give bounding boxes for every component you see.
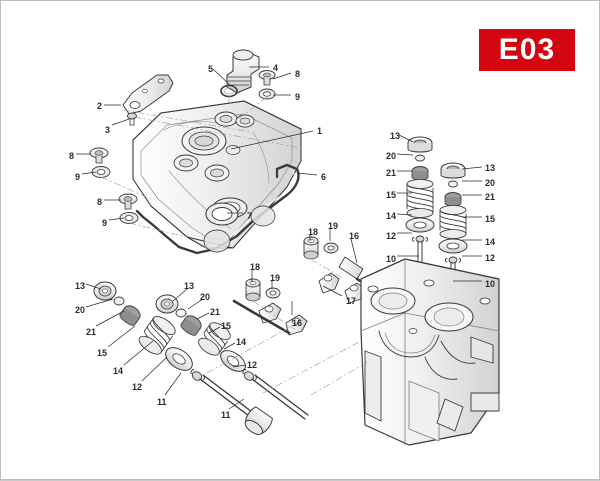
valve-cover-part1	[132, 100, 302, 249]
callout-number-14: 14	[113, 366, 124, 376]
callout-number-14: 14	[236, 337, 247, 347]
callout-number-14: 14	[386, 211, 397, 221]
washer-part9-top	[258, 88, 276, 100]
callout-number-21: 21	[86, 327, 97, 337]
callout-number-3: 3	[105, 125, 111, 135]
callout-number-20: 20	[200, 292, 211, 302]
callout-number-13: 13	[485, 163, 496, 173]
callout-number-17: 17	[346, 296, 357, 306]
callout-number-19: 19	[270, 273, 281, 283]
diagram-linework	[89, 49, 500, 446]
callout-number-12: 12	[247, 360, 258, 370]
callout-number-8: 8	[295, 69, 301, 79]
callout-number-20: 20	[75, 305, 86, 315]
callout-number-21: 21	[210, 307, 221, 317]
callout-number-12: 12	[386, 231, 397, 241]
callout-number-20: 20	[386, 151, 397, 161]
rocker-assembly-lower	[232, 278, 308, 336]
callout-number-15: 15	[386, 190, 397, 200]
callout-number-9: 9	[295, 92, 301, 102]
callout-number-13: 13	[390, 131, 401, 141]
callout-number-13: 13	[75, 281, 86, 291]
callout-number-20: 20	[485, 178, 496, 188]
callout-number-16: 16	[292, 318, 303, 328]
callout-number-15: 15	[485, 214, 496, 224]
callout-number-13: 13	[184, 281, 195, 291]
callout-number-19: 19	[328, 221, 339, 231]
diagram-code-badge: E03	[479, 29, 575, 71]
callout-number-5: 5	[208, 64, 214, 74]
callout-number-15: 15	[97, 348, 108, 358]
callout-number-9: 9	[75, 172, 81, 182]
cylinder-head-block	[360, 258, 500, 446]
callout-number-21: 21	[485, 192, 496, 202]
callout-number-9: 9	[102, 218, 108, 228]
bolt-part8-top	[258, 70, 276, 86]
callout-number-2: 2	[97, 101, 103, 111]
callout-number-8: 8	[69, 151, 75, 161]
diagram-code-label: E03	[498, 33, 556, 66]
callout-number-1: 1	[317, 126, 323, 136]
projection-lines	[100, 94, 370, 396]
valve-cover-gasket-part6	[135, 163, 300, 255]
bracket-part2	[122, 74, 174, 115]
valve-train-left-1	[93, 281, 273, 435]
callout-number-8: 8	[97, 197, 103, 207]
callout-number-15: 15	[221, 321, 232, 331]
bolt-part8-left-upper	[89, 147, 109, 164]
callout-number-7: 7	[247, 211, 253, 221]
callout-number-12: 12	[485, 253, 496, 263]
callout-number-16: 16	[349, 231, 360, 241]
washer-part9-left-upper	[91, 166, 111, 178]
callout-number-4: 4	[273, 63, 279, 73]
washer-part9-left-lower	[119, 212, 139, 224]
callout-number-10: 10	[386, 254, 397, 264]
screw-part3	[127, 112, 137, 126]
callout-number-14: 14	[485, 237, 496, 247]
callout-number-12: 12	[132, 382, 143, 392]
callout-number-6: 6	[321, 172, 327, 182]
spark-plug-seal-part7	[205, 202, 239, 226]
callout-number-18: 18	[308, 227, 319, 237]
callout-number-21: 21	[386, 168, 397, 178]
callout-number-11: 11	[157, 397, 167, 407]
valve-train-left-2	[155, 294, 309, 420]
bolt-part8-left-lower	[118, 193, 138, 210]
callout-number-10: 10	[485, 279, 496, 289]
callout-number-18: 18	[250, 262, 261, 272]
callout-number-11: 11	[221, 410, 231, 420]
